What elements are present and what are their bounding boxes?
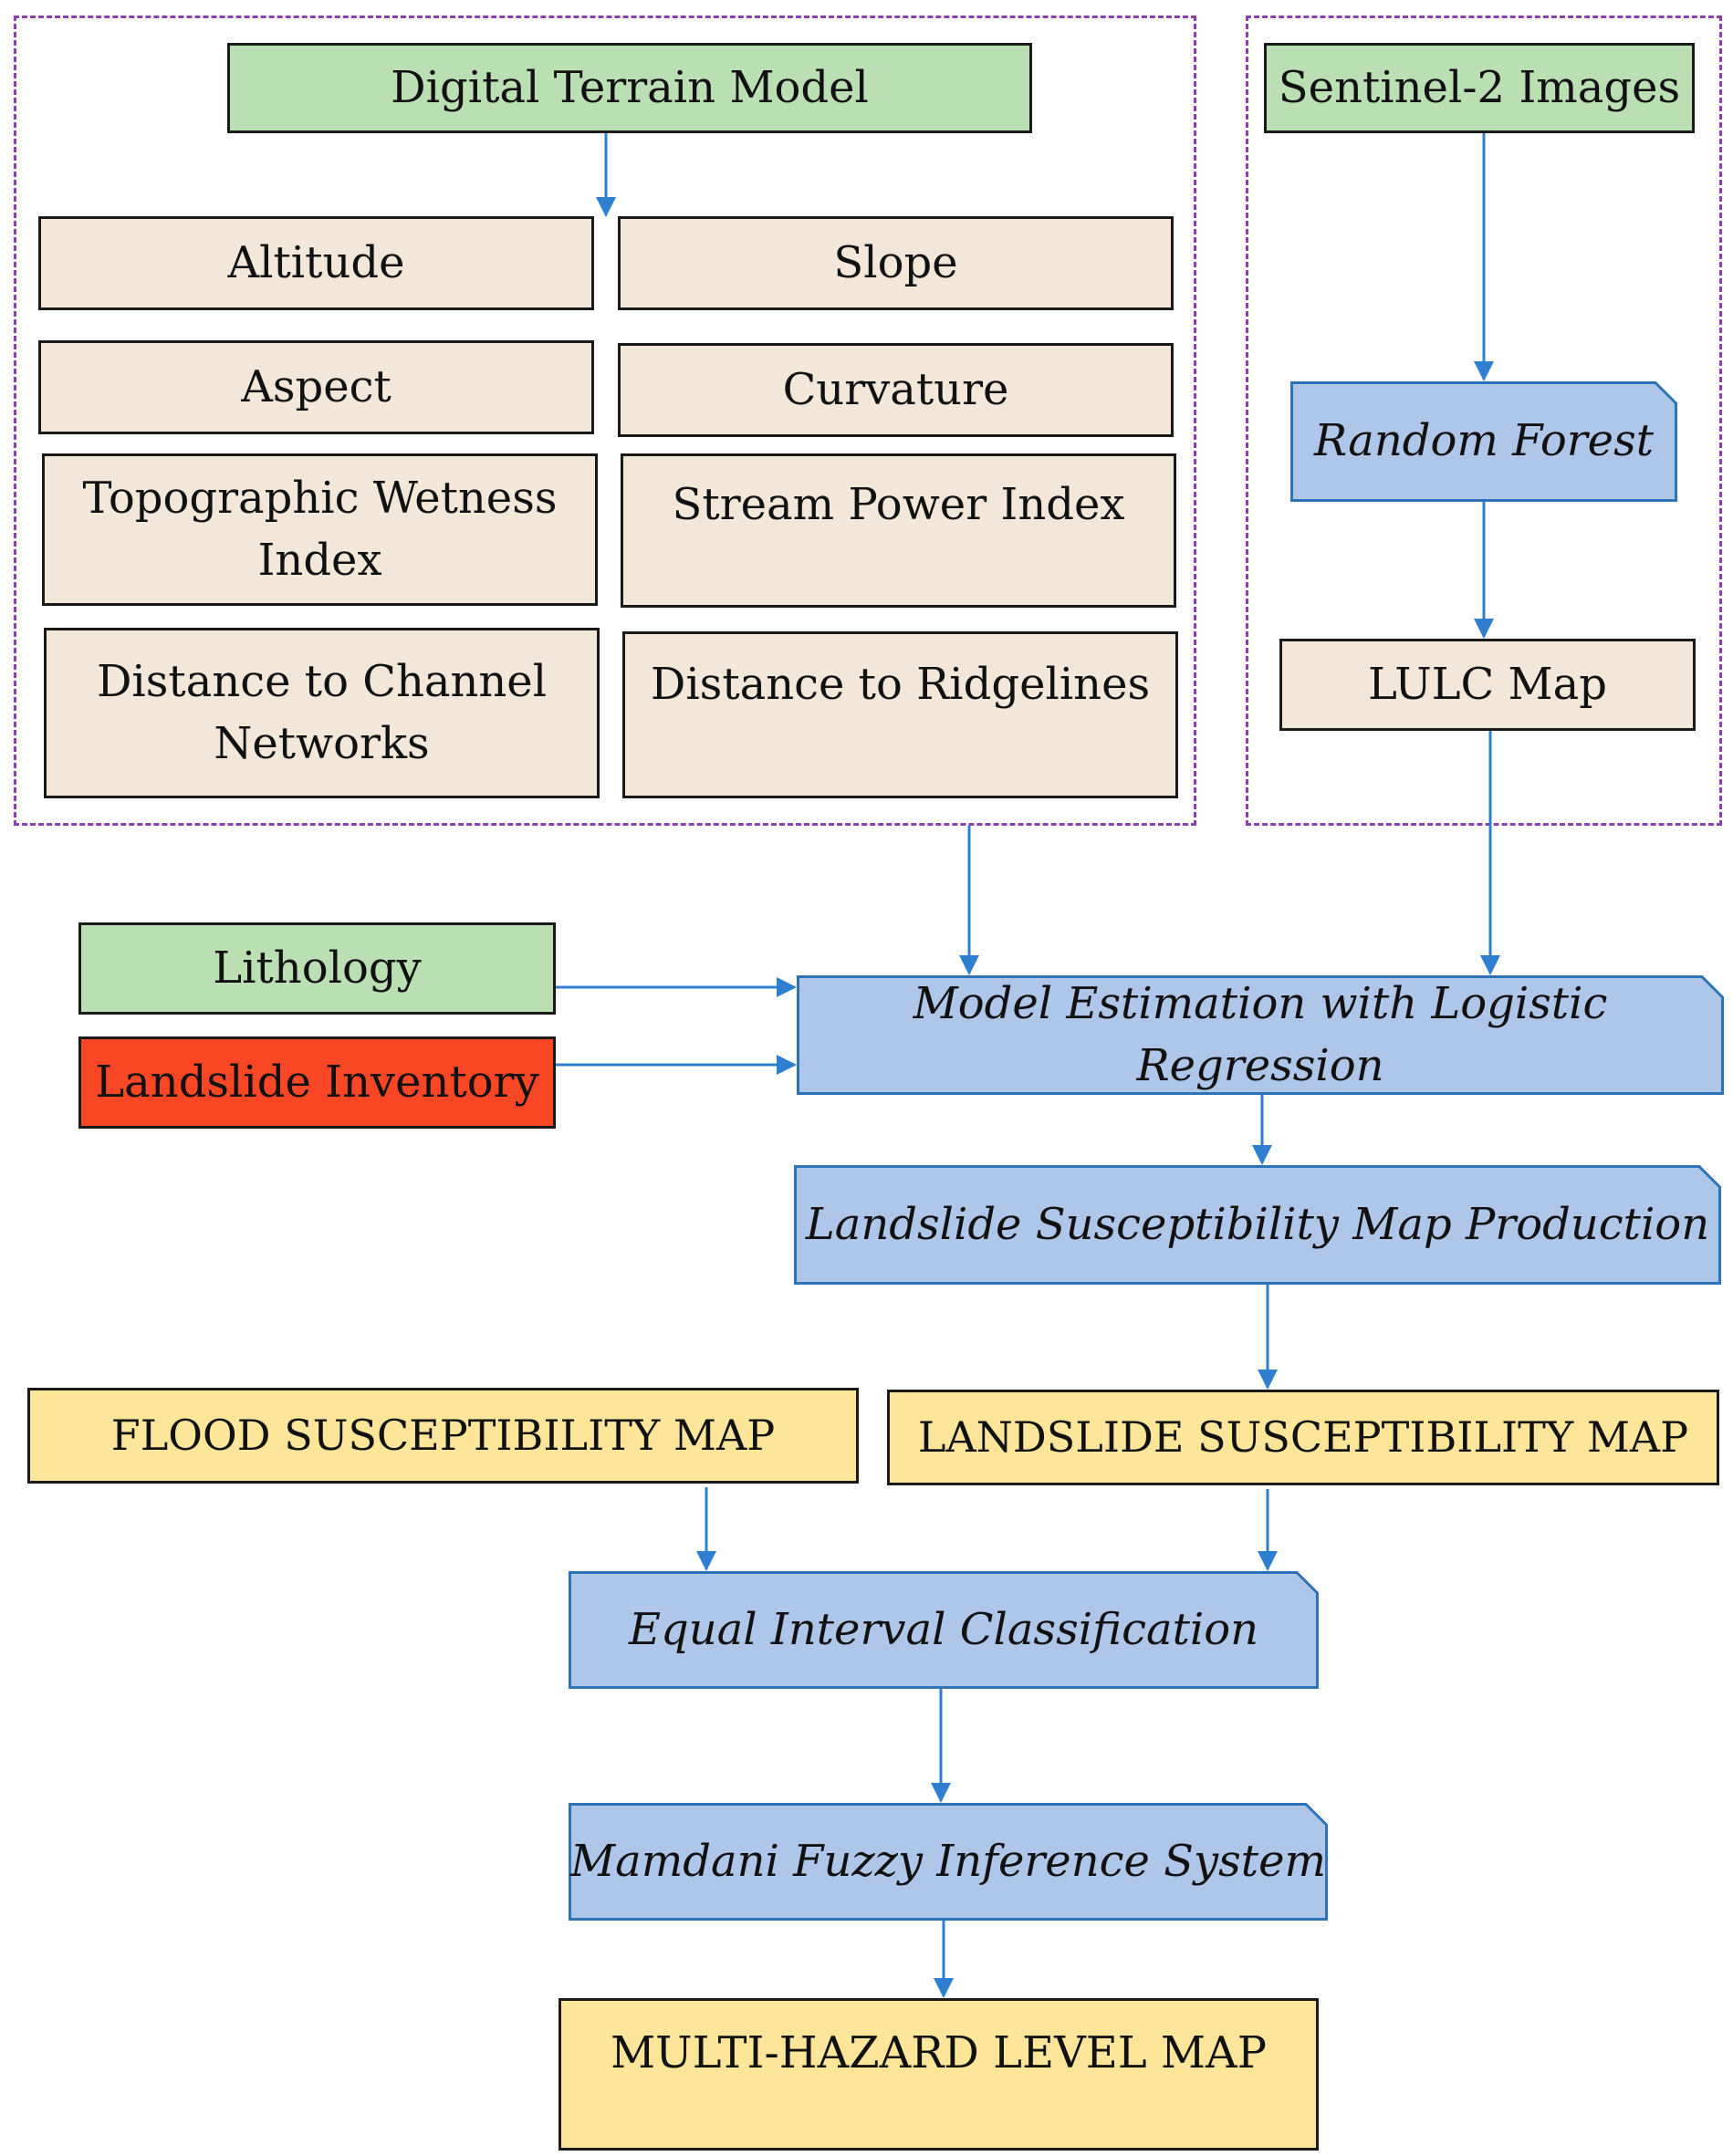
curvature-label: Curvature — [782, 363, 1009, 415]
distance-to-ridgelines-label: Distance to Ridgelines — [650, 659, 1151, 710]
aspect-box: Aspect — [38, 340, 594, 434]
multi-hazard-level-map-label: MULTI-HAZARD LEVEL MAP — [610, 2027, 1268, 2078]
landslide-susceptibility-production-box: Landslide Susceptibility Map Production — [794, 1165, 1721, 1285]
terrain-factors-group — [14, 16, 1196, 826]
landslide-susceptibility-map-box: LANDSLIDE SUSCEPTIBILITY MAP — [887, 1390, 1719, 1485]
landslide-susceptibility-production-shape — [794, 1165, 1721, 1285]
random-forest-shape — [1290, 381, 1677, 502]
equal-interval-classification-label: Equal Interval Classification — [628, 1603, 1259, 1655]
topographic-wetness-index-label-line1: Topographic Wetness — [82, 473, 558, 525]
curvature-box: Curvature — [618, 343, 1174, 437]
aspect-label: Aspect — [241, 360, 391, 412]
altitude-label: Altitude — [227, 236, 405, 288]
altitude-box: Altitude — [38, 216, 594, 310]
equal-interval-classification-shape — [569, 1571, 1319, 1689]
sentinel-2-images-label: Sentinel-2 Images — [1278, 61, 1681, 113]
random-forest-box: Random Forest — [1290, 381, 1677, 502]
landslide-inventory-label: Landslide Inventory — [95, 1056, 539, 1108]
distance-to-channel-networks-box: Distance to Channel Networks — [44, 628, 600, 798]
lulc-map-box: LULC Map — [1279, 639, 1696, 731]
landslide-inventory-box: Landslide Inventory — [78, 1036, 556, 1129]
random-forest-label: Random Forest — [1313, 415, 1655, 467]
land-cover-group — [1246, 16, 1722, 826]
slope-box: Slope — [618, 216, 1174, 310]
distance-to-channel-networks-label-line1: Distance to Channel — [96, 656, 548, 708]
logistic-regression-shape — [797, 975, 1724, 1095]
flood-susceptibility-map-label: FLOOD SUSCEPTIBILITY MAP — [110, 1411, 776, 1461]
equal-interval-classification-box: Equal Interval Classification — [569, 1571, 1319, 1689]
logistic-regression-label: Model Estimation with Logistic Regressio… — [913, 978, 1608, 1091]
mamdani-fuzzy-inference-label: Mamdani Fuzzy Inference System — [569, 1835, 1327, 1887]
logistic-regression-box: Model Estimation with Logistic Regressio… — [797, 975, 1724, 1095]
mamdani-fuzzy-inference-shape — [569, 1803, 1328, 1921]
flood-susceptibility-map-box: FLOOD SUSCEPTIBILITY MAP — [27, 1388, 859, 1484]
topographic-wetness-index-box: Topographic Wetness Index — [42, 453, 598, 606]
mamdani-fuzzy-inference-box: Mamdani Fuzzy Inference System — [569, 1803, 1328, 1921]
lithology-box: Lithology — [78, 922, 556, 1015]
sentinel-2-images-box: Sentinel-2 Images — [1264, 43, 1695, 133]
landslide-susceptibility-production-label: Landslide Susceptibility Map Production — [805, 1198, 1710, 1250]
slope-label: Slope — [833, 236, 958, 288]
stream-power-index-label: Stream Power Index — [672, 479, 1125, 530]
topographic-wetness-index-label-line2: Index — [257, 534, 382, 586]
digital-terrain-model-box: Digital Terrain Model — [227, 43, 1032, 133]
lithology-label: Lithology — [213, 942, 422, 994]
distance-to-ridgelines-box: Distance to Ridgelines — [622, 631, 1178, 798]
stream-power-index-box: Stream Power Index — [621, 453, 1176, 608]
lulc-map-label: LULC Map — [1367, 658, 1608, 710]
distance-to-channel-networks-label-line2: Networks — [214, 717, 430, 769]
digital-terrain-model-label: Digital Terrain Model — [391, 61, 869, 113]
landslide-susceptibility-map-label: LANDSLIDE SUSCEPTIBILITY MAP — [917, 1412, 1689, 1463]
multi-hazard-level-map-box: MULTI-HAZARD LEVEL MAP — [559, 1998, 1319, 2151]
